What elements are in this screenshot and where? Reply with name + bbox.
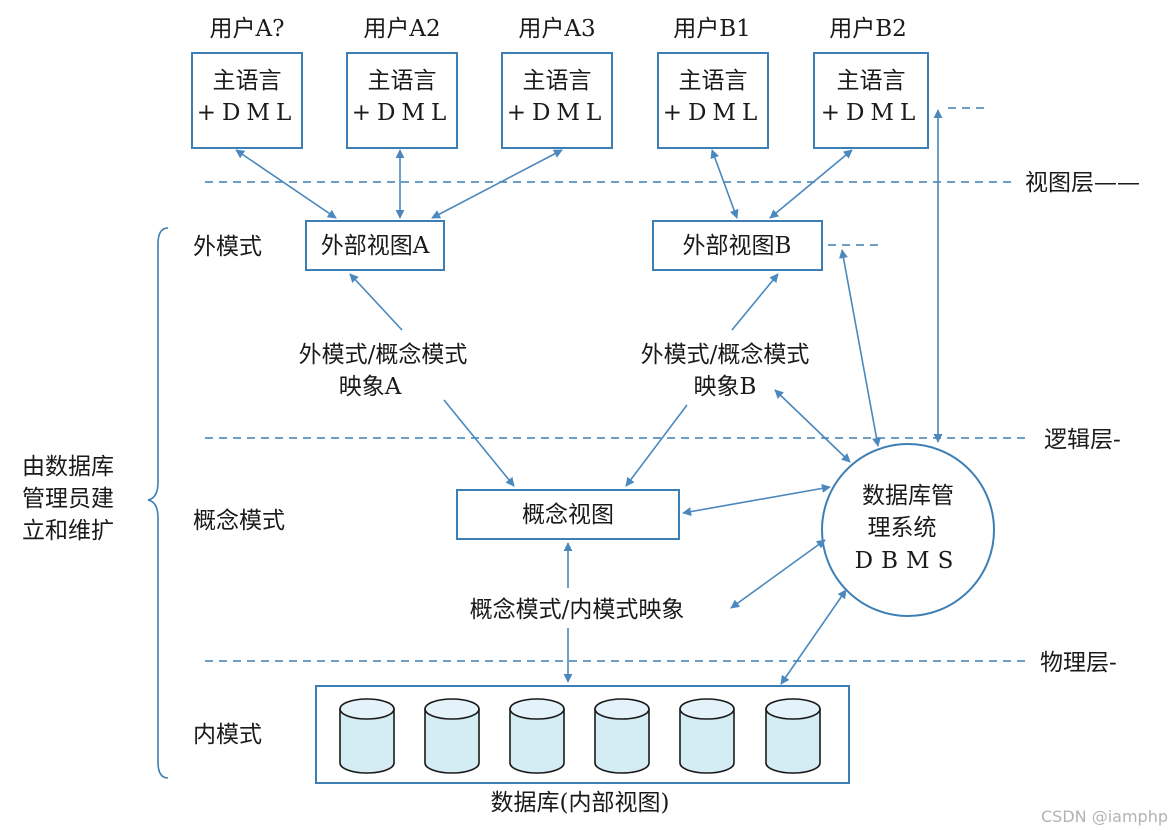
box-line2: +DML xyxy=(352,100,453,126)
arrow-mapping-a-up xyxy=(349,273,403,331)
external-view-a-box xyxy=(305,220,445,271)
mapping-b-line1: 外模式/概念模式 xyxy=(641,342,810,368)
arrow-dbms-view-b xyxy=(839,249,881,447)
dbms-line3: DBMS xyxy=(855,548,962,574)
host-language-box xyxy=(501,52,613,149)
host-language-box xyxy=(813,52,929,149)
box-line2: +DML xyxy=(663,100,764,126)
host-language-box xyxy=(191,52,303,149)
arrow-b1-view-b xyxy=(710,149,739,219)
brace-label-line1: 由数据库 xyxy=(22,454,114,480)
external-view-b-label: 外部视图B xyxy=(683,233,792,259)
view-layer-label: 视图层—— xyxy=(1025,170,1140,196)
box-line1: 主语言 xyxy=(523,68,592,94)
dbms-line1: 数据库管 xyxy=(862,483,954,509)
watermark: CSDN @iamphp xyxy=(1041,807,1168,826)
box-line1: 主语言 xyxy=(213,68,282,94)
host-language-box xyxy=(657,52,769,149)
arrow-mapping-a-down xyxy=(443,399,515,487)
box-line1: 主语言 xyxy=(837,68,906,94)
conceptual-schema-label: 概念模式 xyxy=(193,508,285,534)
mapping-b-line2: 映象B xyxy=(694,374,757,400)
db-cylinder xyxy=(765,698,821,774)
conceptual-view-box xyxy=(456,489,680,540)
arrow-a3-view-a xyxy=(431,149,563,219)
arrow-dbms-mapping-b xyxy=(774,389,851,463)
user-a2: 用户A2 主语言 +DML xyxy=(346,16,458,149)
external-view-a-label: 外部视图A xyxy=(321,233,430,259)
arrow-mapping-b-down xyxy=(625,404,688,487)
database-box xyxy=(315,685,850,784)
user-name: 用户A? xyxy=(210,16,285,42)
connector-arrows xyxy=(235,109,943,685)
external-view-b-box xyxy=(652,220,823,271)
user-b1: 用户B1 主语言 +DML xyxy=(657,16,769,149)
user-a3: 用户A3 主语言 +DML xyxy=(501,16,613,149)
arrow-dbms-internal-mapping xyxy=(730,539,826,609)
user-name: 用户B2 xyxy=(829,16,907,42)
db-cylinder xyxy=(424,698,480,774)
logic-layer-label: 逻辑层- xyxy=(1044,427,1121,453)
external-schema-label: 外模式 xyxy=(193,234,262,260)
arrow-b2-view-b xyxy=(769,149,853,219)
layer-lines xyxy=(205,107,1030,662)
dbms-line2: 理系统 xyxy=(868,515,937,541)
db-cylinder xyxy=(339,698,395,774)
user-name: 用户A3 xyxy=(518,16,595,42)
arrow-a1-view-a xyxy=(235,149,337,219)
user-name: 用户B1 xyxy=(673,16,751,42)
db-cylinder xyxy=(594,698,650,774)
physical-layer-label: 物理层- xyxy=(1040,650,1117,676)
user-a1: 用户A? 主语言 +DML xyxy=(191,16,303,149)
arrow-dbms-database xyxy=(780,589,847,685)
arrow-dbms-conceptual xyxy=(682,483,831,517)
box-line1: 主语言 xyxy=(368,68,437,94)
brace-label-line3: 立和维扩 xyxy=(22,518,114,544)
box-line2: +DML xyxy=(507,100,608,126)
db-cylinder xyxy=(509,698,565,774)
user-b2: 用户B2 主语言 +DML xyxy=(813,16,929,149)
dbms-circle xyxy=(821,443,995,617)
mapping-a-line2: 映象A xyxy=(339,374,402,400)
conceptual-view-label: 概念视图 xyxy=(522,502,614,528)
box-line1: 主语言 xyxy=(679,68,748,94)
box-line2: +DML xyxy=(821,100,922,126)
arrow-mapping-b-up xyxy=(731,273,779,331)
box-line2: +DML xyxy=(197,100,298,126)
database-caption: 数据库(内部视图) xyxy=(491,790,670,816)
db-cylinder xyxy=(679,698,735,774)
user-name: 用户A2 xyxy=(363,16,440,42)
mapping-a-line1: 外模式/概念模式 xyxy=(299,342,468,368)
internal-mapping-label: 概念模式/内模式映象 xyxy=(470,597,685,623)
admin-brace xyxy=(147,227,169,779)
internal-schema-label: 内模式 xyxy=(193,722,262,748)
database-cylinders xyxy=(339,698,821,774)
host-language-box xyxy=(346,52,458,149)
brace-label-line2: 管理员建 xyxy=(22,486,114,512)
